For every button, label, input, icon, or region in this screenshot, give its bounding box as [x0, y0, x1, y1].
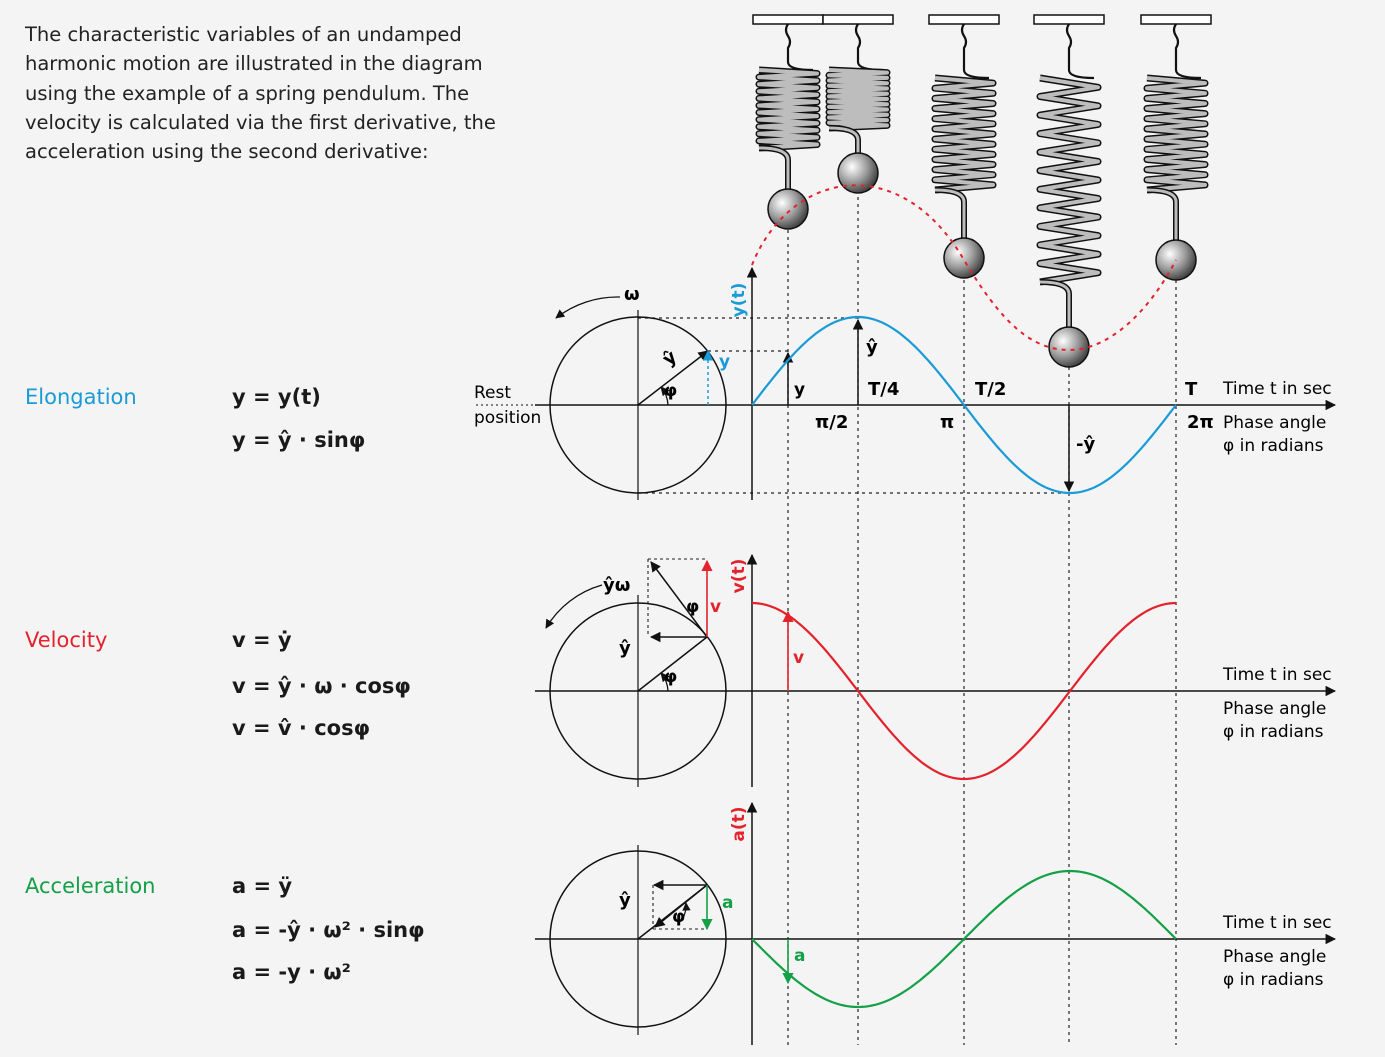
phi-label-3: φ: [672, 907, 685, 927]
time-label-2: Time t in sec: [1222, 665, 1332, 685]
velocity-curve: [751, 601, 1177, 781]
yhat-curve-label: ŷ: [866, 337, 878, 358]
phase-label-1b: φ in radians: [1223, 436, 1324, 456]
position-label: position: [474, 408, 541, 428]
ceiling-mount: [928, 14, 1000, 25]
y-phasor-label: y: [719, 352, 730, 372]
spring-pendulum: [1140, 14, 1212, 281]
phase-label-2a: Phase angle: [1223, 699, 1326, 719]
t4-label: T/4: [868, 379, 899, 400]
acceleration-formula-3: a = -y · ω²: [232, 960, 351, 984]
elongation-label: Elongation: [25, 385, 137, 409]
ceiling-mount: [1033, 14, 1105, 25]
pendulum-ball: [943, 237, 985, 279]
pendulum-ball: [1048, 326, 1090, 368]
v-curve-label: v: [793, 648, 804, 668]
spring-pendulums: [752, 14, 1212, 368]
pi2-label: π/2: [815, 412, 848, 433]
pi-label: π: [940, 412, 954, 433]
acceleration-formula-2: a = -ŷ · ω² · sinφ: [232, 918, 425, 942]
phi-label-2a: φ: [686, 597, 699, 617]
ceiling-mount: [1140, 14, 1212, 25]
time-label-1: Time t in sec: [1222, 379, 1332, 399]
spring-pendulum: [928, 14, 1000, 279]
a-curve-label: a: [794, 946, 805, 966]
acceleration-curve: [751, 869, 1177, 1009]
phi-label-1: φ: [664, 381, 677, 401]
yhat-label-3: ŷ: [619, 890, 631, 911]
phi-label-2b: φ: [664, 667, 677, 687]
phase-label-1a: Phase angle: [1223, 413, 1326, 433]
phase-label-3b: φ in radians: [1223, 970, 1324, 990]
elongation-curve: [751, 315, 1177, 495]
a-phasor-label: a: [722, 893, 733, 913]
neg-yhat-label: -ŷ: [1076, 434, 1095, 455]
twopi-label: 2π: [1187, 412, 1214, 433]
acceleration-formula-1: a = ÿ: [232, 874, 293, 898]
v-axis-label: v(t): [729, 559, 749, 594]
spring-pendulum: [1033, 14, 1105, 368]
phase-label-2b: φ in radians: [1223, 722, 1324, 742]
pendulum-ball: [837, 152, 879, 194]
guide-lines: [638, 190, 1177, 1045]
yomega-label: ŷω: [603, 575, 630, 596]
y-axis-label: y(t): [729, 283, 749, 318]
spring-pendulum: [752, 14, 824, 230]
spring-pendulum: [822, 14, 894, 194]
velocity-label: Velocity: [25, 628, 108, 652]
velocity-formula-3: v = v̂ · cosφ: [232, 716, 370, 740]
pendulum-ball: [767, 188, 809, 230]
yhat-label-2: ŷ: [619, 638, 631, 659]
v-phasor-label: v: [710, 597, 721, 617]
velocity-formula-2: v = ŷ · ω · cosφ: [232, 674, 411, 698]
velocity-formula-1: v = ẏ: [232, 628, 292, 652]
elongation-formula-1: y = y(t): [232, 385, 321, 409]
yhat-phasor-label: ŷ: [659, 346, 681, 370]
intro-text: The characteristic variables of an undam…: [25, 23, 496, 164]
y-curve-label: y: [794, 380, 805, 400]
ball-trajectory: [751, 184, 1177, 352]
elongation-formula-2: y = ŷ · sinφ: [232, 428, 366, 452]
acceleration-label: Acceleration: [25, 874, 156, 898]
a-axis-label: a(t): [729, 806, 749, 841]
rest-label: Rest: [474, 383, 511, 403]
ceiling-mount: [752, 14, 824, 25]
ceiling-mount: [822, 14, 894, 25]
time-label-3: Time t in sec: [1222, 913, 1332, 933]
t-label: T: [1185, 379, 1198, 400]
t2-label: T/2: [975, 379, 1006, 400]
phase-label-3a: Phase angle: [1223, 947, 1326, 967]
omega-label: ω: [624, 284, 640, 305]
